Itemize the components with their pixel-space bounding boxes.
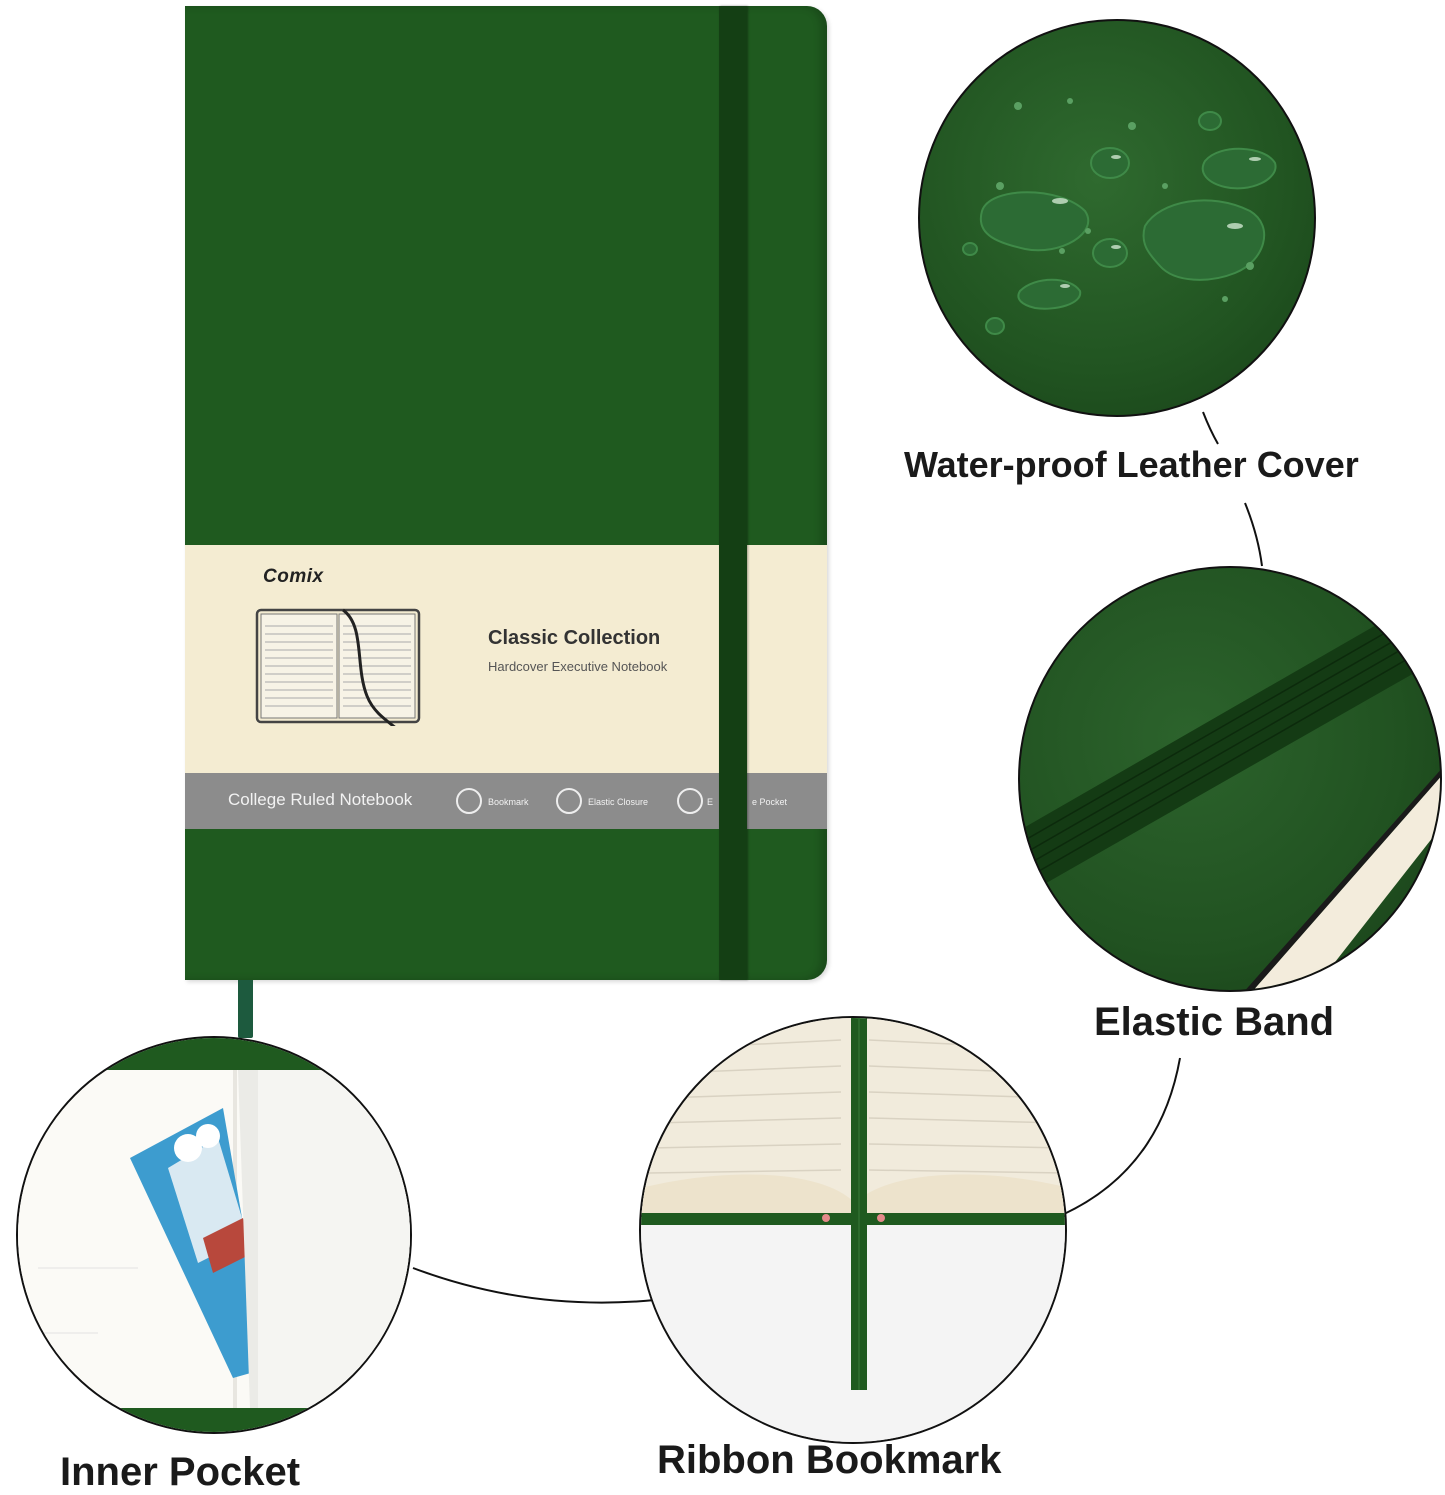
feature-label-pocket-end: e Pocket [752, 797, 788, 807]
feature-label-pocket-start: E [707, 797, 714, 807]
feature-label-bookmark: Bookmark [488, 797, 529, 807]
caption-ribbon-bookmark: Ribbon Bookmark [657, 1438, 1002, 1482]
collection-title: Classic Collection [488, 627, 661, 649]
pocket-icon [677, 788, 703, 814]
open-notebook-icon [255, 608, 421, 726]
caption-elastic-band: Elastic Band [1094, 1000, 1335, 1044]
feature-label-elastic-closure: Elastic Closure [588, 797, 649, 807]
bookmark-icon [456, 788, 482, 814]
water-proof-detail-circle [918, 19, 1316, 417]
caption-water-proof: Water-proof Leather Cover [904, 444, 1359, 485]
open-book-ribbon-icon [641, 1018, 1065, 1442]
ribbon-bookmark-tail [238, 980, 253, 1038]
ribbon-bookmark-detail-circle [639, 1016, 1067, 1444]
inner-pocket-detail-circle [16, 1036, 412, 1434]
elastic-band-detail-circle [1018, 566, 1442, 992]
collection-subtitle: Hardcover Executive Notebook [488, 659, 668, 674]
brand-logo: Comix [263, 566, 324, 587]
water-droplets-icon [962, 98, 1277, 335]
inner-pocket-icon [18, 1038, 410, 1432]
band-label: College Ruled Notebook [228, 790, 413, 809]
elastic-band-strap [719, 6, 747, 980]
elastic-closure-icon [556, 788, 582, 814]
caption-inner-pocket: Inner Pocket [60, 1450, 301, 1494]
elastic-strap-icon [1020, 588, 1440, 990]
